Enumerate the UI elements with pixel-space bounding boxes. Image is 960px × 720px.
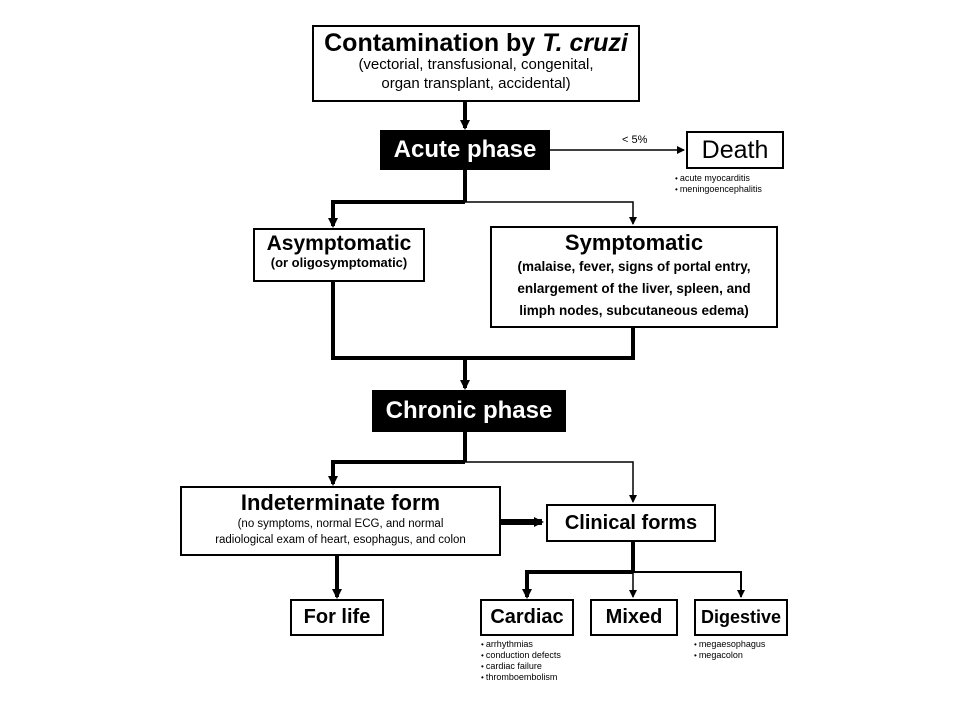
cardiac-item-2: conduction defects (481, 650, 561, 661)
death-causes-list: acute myocarditis meningoencephalitis (675, 173, 762, 195)
chronic-phase-box: Chronic phase (372, 390, 566, 432)
symptomatic-detail-1: (malaise, fever, signs of portal entry, (517, 259, 751, 275)
contamination-detail-2: organ transplant, accidental) (381, 75, 571, 92)
clinical-forms-label: Clinical forms (564, 512, 698, 534)
cardiac-item-1: arrhythmias (481, 639, 561, 650)
clinical-forms-box: Clinical forms (546, 504, 716, 542)
contamination-box: Contamination by T. cruzi (vectorial, tr… (312, 25, 640, 102)
mixed-label: Mixed (605, 606, 663, 628)
for-life-label: For life (303, 606, 371, 628)
death-edge-label: < 5% (622, 134, 648, 146)
symptomatic-label: Symptomatic (564, 230, 704, 255)
edge-symptomatic-merge (465, 328, 635, 360)
cardiac-box: Cardiac (480, 599, 574, 636)
asymptomatic-detail: (or oligosymptomatic) (270, 255, 408, 271)
cardiac-item-3: cardiac failure (481, 661, 561, 672)
asymptomatic-label: Asymptomatic (266, 232, 412, 255)
chronic-phase-label: Chronic phase (385, 397, 553, 424)
indeterminate-detail-1: (no symptoms, normal ECG, and normal (237, 518, 444, 531)
edge-split-asymptomatic (328, 200, 465, 228)
acute-phase-box: Acute phase (380, 130, 550, 170)
symptomatic-detail-2: enlargement of the liver, spleen, and (517, 281, 751, 297)
contamination-detail-1: (vectorial, transfusional, congenital, (358, 56, 594, 74)
indeterminate-label: Indeterminate form (240, 490, 441, 515)
mixed-box: Mixed (590, 599, 678, 636)
cardiac-items-list: arrhythmias conduction defects cardiac f… (481, 639, 561, 683)
digestive-box: Digestive (694, 599, 788, 636)
acute-phase-label: Acute phase (393, 136, 537, 163)
contamination-title: Contamination by T. cruzi (324, 29, 628, 57)
death-box: Death (686, 131, 784, 169)
digestive-item-1: megaesophagus (694, 639, 766, 650)
death-cause-1: acute myocarditis (675, 173, 762, 184)
edge-split-digestive (633, 571, 745, 598)
indeterminate-box: Indeterminate form (no symptoms, normal … (180, 486, 501, 556)
for-life-box: For life (290, 599, 384, 636)
death-label: Death (701, 136, 769, 164)
symptomatic-box: Symptomatic (malaise, fever, signs of po… (490, 226, 778, 328)
edge-split-clinical (465, 461, 637, 503)
digestive-label: Digestive (700, 607, 782, 627)
digestive-item-2: megacolon (694, 650, 765, 661)
edge-split-symptomatic (465, 201, 637, 225)
edge-asymptomatic-merge (331, 282, 465, 360)
asymptomatic-box: Asymptomatic (or oligosymptomatic) (253, 228, 425, 282)
cardiac-item-4: thromboembolism (481, 672, 561, 683)
digestive-items-list: megaesophagus megacolon (694, 639, 766, 661)
cardiac-label: Cardiac (490, 606, 564, 628)
edge-split-cardiac (522, 570, 633, 599)
symptomatic-detail-3: limph nodes, subcutaneous edema) (519, 303, 749, 319)
edge-split-indeterminate (328, 460, 465, 486)
death-cause-2: meningoencephalitis (675, 184, 762, 195)
indeterminate-detail-2: radiological exam of heart, esophagus, a… (215, 534, 466, 547)
